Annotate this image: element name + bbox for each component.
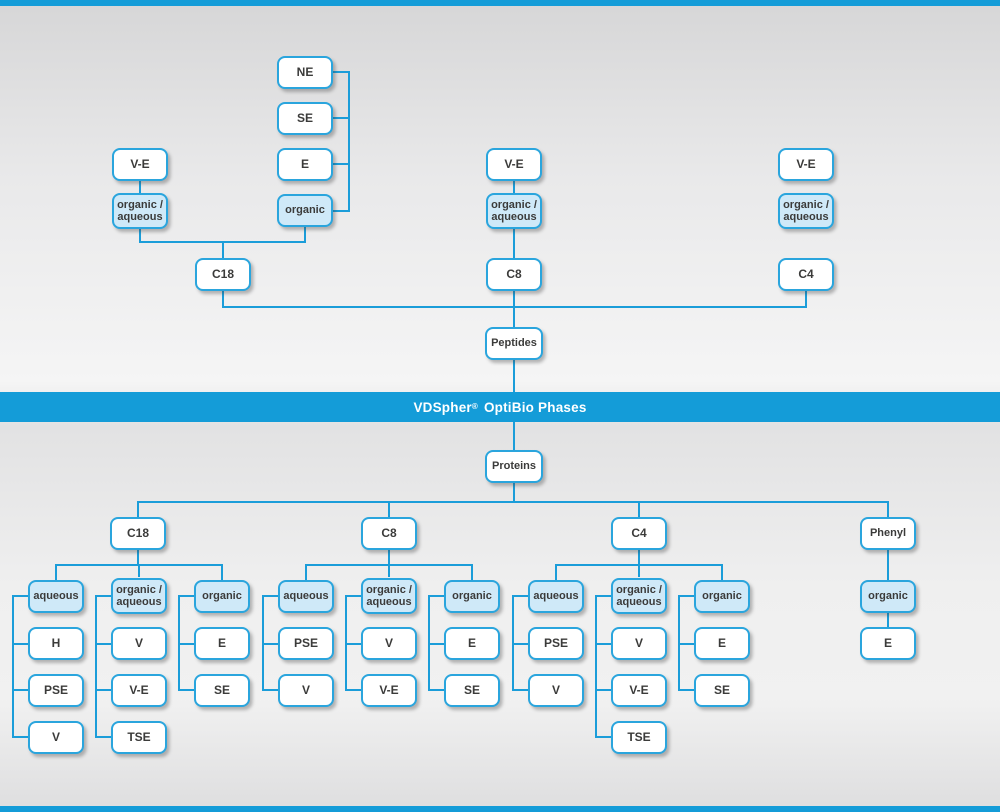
node-pep-chain-e: E: [277, 148, 333, 181]
node-pep-chain-organic: organic: [277, 194, 333, 227]
node-pro-c8-or-se: SE: [444, 674, 500, 707]
node-pep-c18: C18: [195, 258, 251, 291]
node-pro-c4-organic-aqueous: organic / aqueous: [611, 578, 667, 614]
node-pep-chain-ne: NE: [277, 56, 333, 89]
banner-brand: VDSpher: [413, 399, 472, 415]
node-pep-c18-organic-aqueous: organic / aqueous: [112, 193, 168, 229]
node-pep-c8: C8: [486, 258, 542, 291]
node-pro-c4-aq-pse: PSE: [528, 627, 584, 660]
node-pro-c8-or-e: E: [444, 627, 500, 660]
node-pro-c18-oa-ve: V-E: [111, 674, 167, 707]
node-pro-c8-organic-aqueous: organic / aqueous: [361, 578, 417, 614]
node-peptides: Peptides: [485, 327, 543, 360]
node-pro-c8-oa-ve: V-E: [361, 674, 417, 707]
node-pro-c8-aq-pse: PSE: [278, 627, 334, 660]
node-pro-c18-aq-h: H: [28, 627, 84, 660]
node-pro-c18-or-se: SE: [194, 674, 250, 707]
node-pro-c18-oa-v: V: [111, 627, 167, 660]
node-pro-c4-or-se: SE: [694, 674, 750, 707]
node-pro-c4: C4: [611, 517, 667, 550]
top-accent-bar: [0, 0, 1000, 6]
node-pro-c18-or-e: E: [194, 627, 250, 660]
node-pro-c18: C18: [110, 517, 166, 550]
node-pro-c4-organic: organic: [694, 580, 750, 613]
node-pep-c18-ve: V-E: [112, 148, 168, 181]
node-pro-c18-oa-tse: TSE: [111, 721, 167, 754]
node-pro-c8-aq-v: V: [278, 674, 334, 707]
node-pro-c18-aqueous: aqueous: [28, 580, 84, 613]
node-pep-c4: C4: [778, 258, 834, 291]
node-pro-c4-aqueous: aqueous: [528, 580, 584, 613]
node-proteins: Proteins: [485, 450, 543, 483]
banner-title: VDSpher®OptiBio Phases: [0, 392, 1000, 422]
node-pro-c4-aq-v: V: [528, 674, 584, 707]
node-pep-c8-ve: V-E: [486, 148, 542, 181]
node-pep-c8-organic-aqueous: organic / aqueous: [486, 193, 542, 229]
node-pro-c18-aq-v: V: [28, 721, 84, 754]
node-pep-c4-organic-aqueous: organic / aqueous: [778, 193, 834, 229]
node-pro-c18-aq-pse: PSE: [28, 674, 84, 707]
bottom-accent-bar: [0, 806, 1000, 812]
node-pro-c8-oa-v: V: [361, 627, 417, 660]
node-pro-phenyl: Phenyl: [860, 517, 916, 550]
node-pep-c4-ve: V-E: [778, 148, 834, 181]
node-pro-c4-oa-tse: TSE: [611, 721, 667, 754]
node-pro-c8-aqueous: aqueous: [278, 580, 334, 613]
node-pro-c4-or-e: E: [694, 627, 750, 660]
node-pro-c8: C8: [361, 517, 417, 550]
node-pep-chain-se: SE: [277, 102, 333, 135]
node-pro-c18-organic-aqueous: organic / aqueous: [111, 578, 167, 614]
node-pro-c4-oa-ve: V-E: [611, 674, 667, 707]
node-pro-c4-oa-v: V: [611, 627, 667, 660]
node-pro-c18-organic: organic: [194, 580, 250, 613]
node-pro-phenyl-organic: organic: [860, 580, 916, 613]
banner-suffix: OptiBio Phases: [483, 399, 587, 415]
node-pro-phenyl-e: E: [860, 627, 916, 660]
node-pro-c8-organic: organic: [444, 580, 500, 613]
